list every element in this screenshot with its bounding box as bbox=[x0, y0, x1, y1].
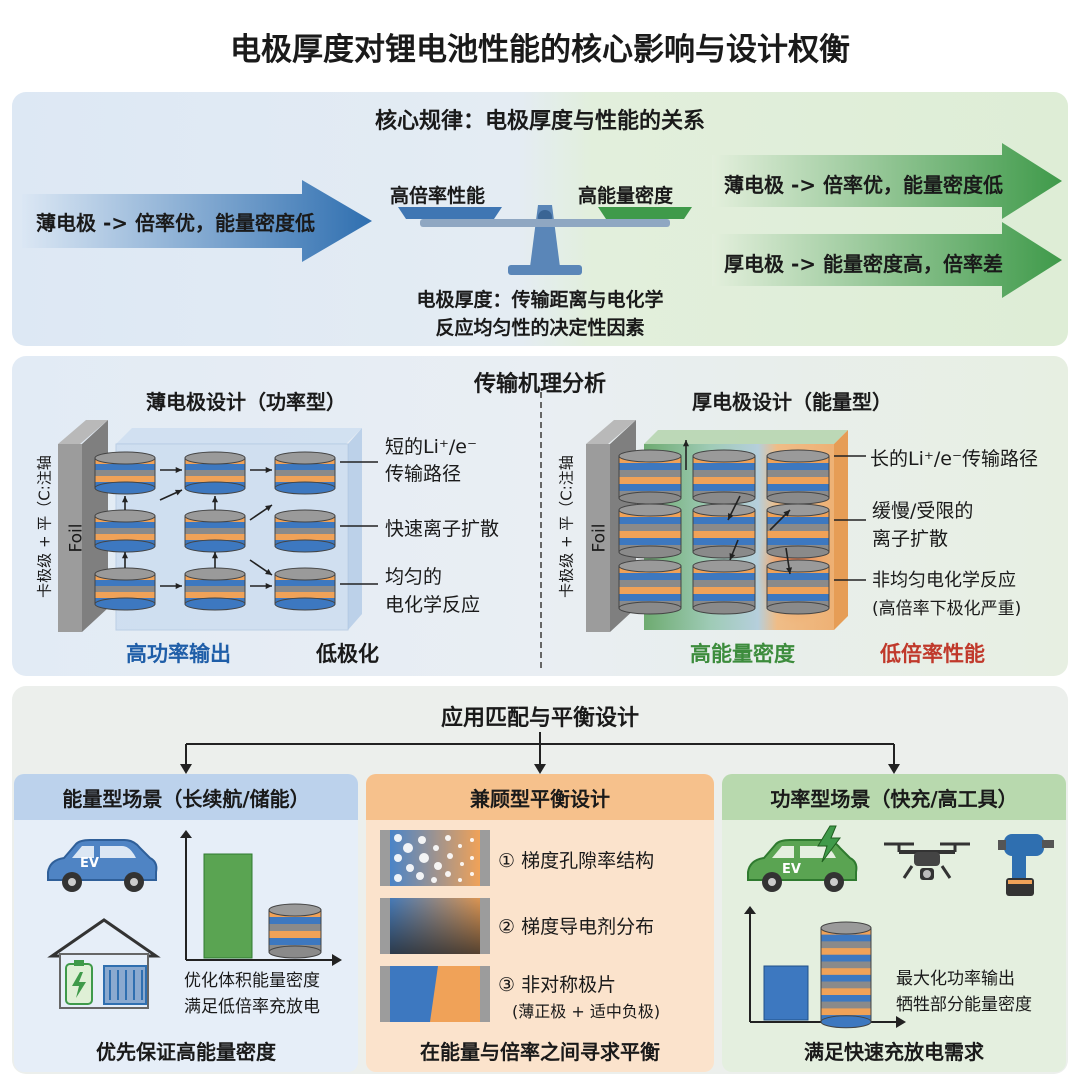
scale-right-label: 高能量密度 bbox=[578, 185, 674, 207]
thin-electrode-title: 薄电极设计（功率型） bbox=[146, 390, 346, 414]
thin-label-path-1: 短的Li⁺/e⁻ bbox=[385, 436, 478, 458]
balanced-item-1: ① 梯度孔隙率结构 bbox=[498, 850, 655, 872]
thick-footer-left: 高能量密度 bbox=[690, 642, 795, 666]
arrow-icon bbox=[160, 582, 182, 590]
panel-divider bbox=[540, 392, 542, 668]
page-title: 电极厚度对锂电池性能的核心影响与设计权衡 bbox=[230, 32, 850, 68]
arrow-right-icon bbox=[712, 222, 1062, 298]
arrow-icon bbox=[121, 552, 129, 568]
thick-label-diffusion-2: 离子扩散 bbox=[872, 528, 949, 550]
energy-footer: 优先保证高能量密度 bbox=[96, 1040, 276, 1064]
power-footer: 满足快速充放电需求 bbox=[804, 1040, 984, 1064]
thin-label-diffusion: 快速离子扩散 bbox=[385, 518, 500, 540]
balanced-item-3-line2: (薄正极 + 适中负极) bbox=[512, 1002, 661, 1021]
electrode-disk-stack bbox=[692, 449, 756, 505]
energy-chart-line1: 优化体积能量密度 bbox=[184, 971, 320, 991]
electrode-disk-stack bbox=[94, 567, 156, 611]
thin-label-reaction-1: 均匀的 bbox=[385, 566, 443, 588]
thin-label-reaction-2: 电化学反应 bbox=[385, 594, 481, 616]
ev-car-icon bbox=[47, 839, 158, 892]
core-center-line1: 电极厚度：传输距离与电化学 bbox=[416, 289, 664, 311]
balance-scale-icon bbox=[398, 205, 692, 275]
energy-scenario-title: 能量型场景（长续航/储能） bbox=[14, 774, 358, 820]
electrode-disk-stack bbox=[274, 567, 336, 611]
arrow-icon bbox=[682, 440, 690, 470]
balanced-design-title: 兼顾型平衡设计 bbox=[366, 774, 714, 820]
arrow-right-icon bbox=[712, 143, 1062, 219]
thick-label-reaction-1: 非均匀电化学反应 bbox=[872, 570, 1016, 591]
arrow-icon bbox=[249, 559, 273, 576]
electrode-disk-stack bbox=[766, 503, 830, 559]
electrode-disk-stack bbox=[184, 567, 246, 611]
thick-footer-right: 低倍率性能 bbox=[880, 642, 985, 666]
drone-icon bbox=[884, 842, 970, 880]
energy-bar-chart bbox=[180, 830, 342, 966]
energy-ev-label: EV bbox=[80, 856, 99, 871]
electrode-disk-stack bbox=[274, 509, 336, 553]
drill-icon bbox=[998, 834, 1054, 896]
arrow-icon bbox=[159, 489, 183, 501]
gradient-porosity-icon bbox=[380, 830, 490, 886]
lightning-icon bbox=[817, 825, 841, 863]
electrode-disk-stack bbox=[94, 451, 156, 495]
thick-electrode-title: 厚电极设计（能量型） bbox=[692, 390, 892, 414]
core-right-arrow2-label: 厚电极 -> 能量密度高，倍率差 bbox=[724, 252, 1003, 276]
electrode-disk-stack bbox=[618, 449, 682, 505]
mechanism-heading: 传输机理分析 bbox=[473, 372, 606, 397]
electrode-disk-stack bbox=[184, 451, 246, 495]
power-ev-label: EV bbox=[782, 862, 801, 877]
electrode-disk-stack bbox=[184, 509, 246, 553]
balanced-item-2: ② 梯度导电剂分布 bbox=[498, 916, 655, 938]
core-left-arrow-label: 薄电极 -> 倍率优，能量密度低 bbox=[36, 211, 315, 235]
thick-label-reaction-2: (高倍率下极化严重) bbox=[872, 599, 1022, 619]
power-bar-chart bbox=[744, 906, 906, 1028]
arrow-icon bbox=[121, 496, 129, 510]
energy-chart-line2: 满足低倍率充放电 bbox=[184, 997, 320, 1017]
arrow-icon bbox=[211, 552, 219, 568]
electrode-disk-stack bbox=[618, 559, 682, 615]
electrode-disk-stack bbox=[766, 559, 830, 615]
house-battery-icon bbox=[47, 918, 161, 1009]
core-heading: 核心规律：电极厚度与性能的关系 bbox=[374, 109, 705, 134]
thick-label-diffusion-1: 缓慢/受限的 bbox=[872, 500, 974, 522]
thin-footer-right: 低极化 bbox=[316, 642, 379, 666]
arrow-icon bbox=[160, 466, 182, 474]
arrow-icon bbox=[211, 496, 219, 510]
thin-footer-left: 高功率输出 bbox=[126, 642, 231, 666]
scale-left-label: 高倍率性能 bbox=[390, 185, 486, 207]
core-center-line2: 反应均匀性的决定性因素 bbox=[435, 317, 645, 339]
arrow-icon bbox=[727, 495, 741, 521]
application-heading: 应用匹配与平衡设计 bbox=[440, 706, 639, 731]
electrode-disk-stack bbox=[94, 509, 156, 553]
core-right-arrow1-label: 薄电极 -> 倍率优，能量密度低 bbox=[724, 173, 1003, 197]
balanced-item-3-line1: ③ 非对称极片 bbox=[498, 974, 617, 996]
arrow-icon bbox=[785, 547, 793, 575]
arrow-icon bbox=[769, 509, 791, 531]
arrow-icon bbox=[729, 539, 739, 561]
electrode-disk-stack bbox=[692, 559, 756, 615]
electrode-disk-stack bbox=[274, 451, 336, 495]
electrode-disk-stack bbox=[692, 503, 756, 559]
power-scenario-title: 功率型场景（快充/高工具） bbox=[722, 774, 1066, 820]
thin-label-path-2: 传输路径 bbox=[385, 463, 462, 485]
balanced-footer: 在能量与倍率之间寻求平衡 bbox=[420, 1040, 660, 1064]
asymmetric-electrode-icon bbox=[380, 966, 490, 1022]
arrow-icon bbox=[250, 466, 272, 474]
electrode-disk-stack bbox=[766, 449, 830, 505]
electrode-disk-stack bbox=[618, 503, 682, 559]
arrow-icon bbox=[249, 504, 273, 521]
power-chart-line1: 最大化功率输出 bbox=[896, 969, 1015, 989]
electrode-disk-stack bbox=[268, 903, 322, 959]
electrode-disk-stack bbox=[820, 921, 872, 1029]
arrow-right-icon bbox=[22, 180, 372, 262]
arrow-icon bbox=[250, 582, 272, 590]
gradient-conductive-icon bbox=[380, 898, 490, 954]
power-chart-line2: 牺牲部分能量密度 bbox=[896, 995, 1032, 1015]
thick-label-path: 长的Li⁺/e⁻传输路径 bbox=[870, 448, 1039, 470]
